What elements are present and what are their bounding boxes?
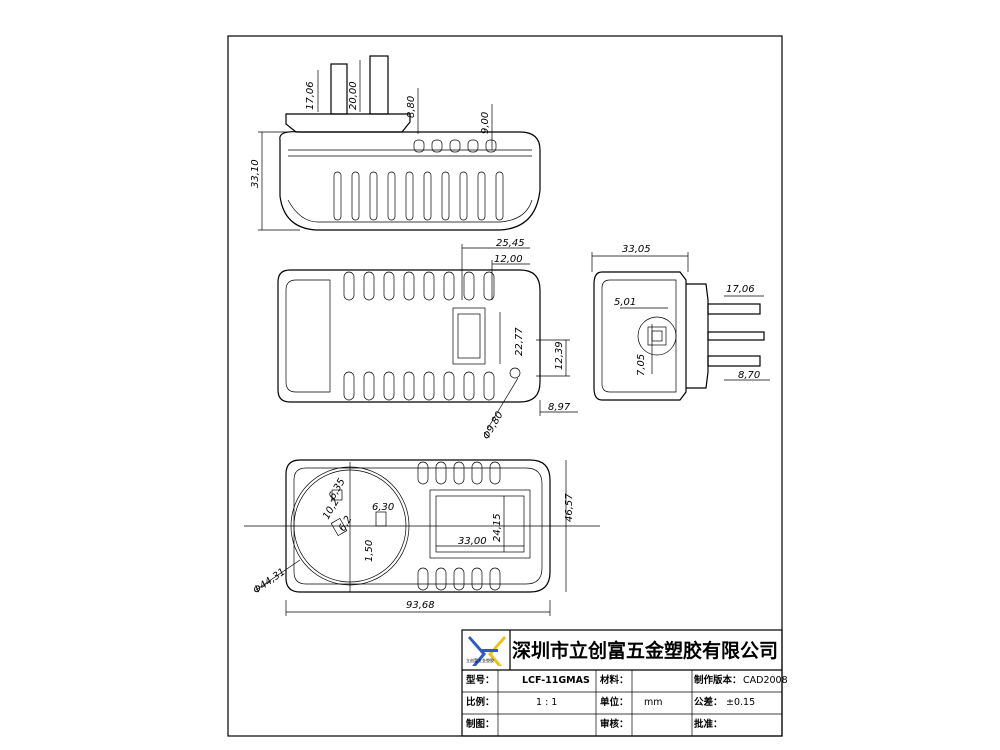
logo-shape-blue [468, 636, 486, 666]
material-label: 材料： [600, 675, 629, 686]
dim-bottom-4: 6,2 [337, 514, 354, 533]
scale-value: 1 : 1 [536, 697, 558, 708]
review-label: 审核： [600, 719, 629, 730]
dim-top-1: 25,45 [496, 238, 525, 249]
side-view [258, 55, 541, 231]
dim-side-5: 33,10 [250, 159, 261, 188]
end-prong-top [707, 303, 761, 315]
side-top-vents [413, 139, 497, 153]
tolerance-value: ±0.15 [726, 697, 756, 708]
bottom-view [244, 459, 600, 616]
dim-top-2: 12,00 [494, 254, 523, 265]
bottom-label-window [429, 489, 531, 559]
dim-end-3: 5,01 [614, 297, 636, 308]
dim-bottom-8: 46,57 [564, 493, 575, 522]
tolerance-label: 公差： [694, 697, 723, 708]
dim-side-4: 9,00 [480, 112, 491, 134]
company-logo [468, 636, 506, 666]
unit-label: 单位： [600, 697, 629, 708]
side-slots [333, 171, 504, 221]
dim-top-4: 12,39 [554, 341, 565, 370]
border-frame [227, 35, 783, 737]
logo-shape-yellow [488, 636, 506, 666]
dim-bottom-9: Φ44,31 [251, 567, 287, 597]
model-label: 型号： [466, 675, 495, 686]
dim-side-3: 8,80 [406, 96, 417, 118]
end-prong-mid [707, 331, 765, 341]
model-value: LCF-11GMAS [522, 675, 590, 686]
dim-top-3: 22,77 [514, 327, 525, 356]
end-plug-base [686, 283, 709, 389]
bottom-body [285, 459, 551, 593]
dim-bottom-1: 6,35 [327, 477, 348, 502]
logo-caption: 立创富五金塑胶 [466, 658, 494, 663]
end-view [591, 252, 770, 401]
scale-label: 比例： [466, 697, 495, 708]
dc-hole [637, 316, 677, 356]
side-plug-base [285, 113, 411, 133]
top-view-slots-lower [343, 371, 495, 401]
side-body [279, 131, 541, 231]
version-label: 制作版本： [694, 675, 742, 686]
dim-end-1: 33,05 [622, 244, 651, 255]
end-prong-bottom [707, 355, 761, 367]
dim-top-6: Φ9,80 [481, 410, 506, 442]
title-block-grid [461, 629, 783, 737]
dim-bottom-6: 24,15 [492, 513, 503, 542]
drawn-label: 制图： [466, 719, 495, 730]
top-body [277, 269, 541, 403]
bottom-slots-lower [417, 567, 501, 591]
side-prong-right [369, 55, 389, 115]
dim-bottom-2: 6,30 [372, 502, 394, 513]
approve-label: 批准： [694, 719, 723, 730]
dim-side-2: 20,00 [348, 81, 359, 110]
company-name: 深圳市立创富五金塑胶有限公司 [512, 640, 779, 662]
top-view [277, 244, 578, 429]
dim-bottom-7: 33,00 [458, 536, 487, 547]
dim-end-5: 8,70 [738, 370, 760, 381]
dim-end-4: 7,05 [636, 354, 647, 376]
dim-side-1: 17,06 [305, 81, 316, 110]
top-label-window [452, 307, 486, 365]
bottom-slots-upper [417, 461, 501, 485]
version-value: CAD2008 [743, 675, 788, 686]
led-hole [509, 367, 521, 379]
dim-bottom-3: 10,2 [321, 497, 342, 522]
dim-top-5: 8,97 [548, 402, 571, 413]
side-prong-left [330, 63, 348, 115]
top-view-slots-upper [343, 271, 495, 301]
end-body [593, 271, 687, 401]
unit-value: mm [644, 697, 663, 708]
dim-bottom-10: 93,68 [406, 600, 435, 611]
dim-end-2: 17,06 [726, 284, 755, 295]
dim-bottom-5: 1,50 [364, 540, 375, 562]
